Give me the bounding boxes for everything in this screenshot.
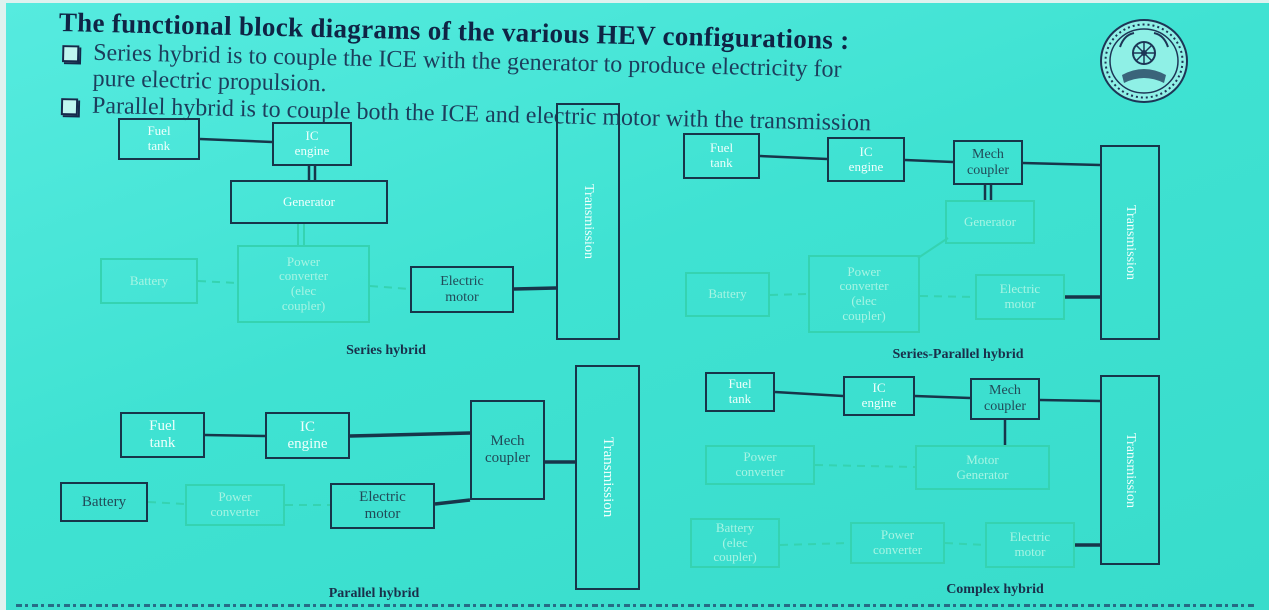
complex-hybrid-caption: Complex hybrid — [946, 582, 1044, 597]
parallel-fuel-tank-block: Fuel tank — [120, 412, 205, 458]
parallel-electric-motor-block: Electric motor — [330, 483, 435, 529]
electrical-link — [147, 501, 186, 505]
series-parallel-battery-block: Battery — [685, 272, 770, 317]
mechanical-link — [759, 154, 828, 161]
complex-ic-engine-block: IC engine — [843, 376, 915, 416]
parallel-power-converter-block: Power converter — [185, 484, 285, 526]
parallel-battery-block: Battery — [60, 482, 148, 522]
mechanical-link — [1022, 161, 1101, 167]
series-transmission-block: Transmission — [556, 103, 620, 340]
mechanical-link — [904, 158, 954, 164]
electrical-link — [197, 280, 238, 284]
parallel-hybrid-caption: Parallel hybrid — [328, 586, 420, 601]
series-parallel-hybrid-caption: Series-Parallel hybrid — [892, 347, 1024, 362]
mechanical-link — [349, 431, 471, 438]
complex-fuel-tank-block: Fuel tank — [705, 372, 775, 412]
parallel-transmission-block: Transmission — [575, 365, 640, 590]
series-hybrid-caption: Series hybrid — [346, 343, 426, 358]
electrical-link — [814, 464, 916, 468]
parallel-mech-coupler-block: Mech coupler — [470, 400, 545, 500]
series-generator-block: Generator — [230, 180, 388, 224]
complex-electric-motor-block: Electric motor — [985, 522, 1075, 568]
series-ic-engine-block: IC engine — [272, 122, 352, 166]
parallel-ic-engine-block: IC engine — [265, 412, 350, 459]
series-parallel-electric-motor-block: Electric motor — [975, 274, 1065, 320]
mechanical-link — [914, 394, 971, 400]
series-parallel-fuel-tank-block: Fuel tank — [683, 133, 760, 179]
complex-power-converter-block: Power converter — [705, 445, 815, 485]
series-battery-block: Battery — [100, 258, 198, 304]
electrical-link — [369, 285, 411, 290]
series-parallel-transmission-block: Transmission — [1100, 145, 1160, 340]
series-electric-motor-block: Electric motor — [410, 266, 514, 313]
series-power-converter-block: Power converter (elec coupler) — [237, 245, 370, 323]
complex-transmission-block: Transmission — [1100, 375, 1160, 565]
electrical-link — [779, 542, 851, 546]
mechanical-link — [434, 498, 471, 506]
complex-battery-block: Battery (elec coupler) — [690, 518, 780, 568]
footer-strip — [16, 604, 1256, 607]
mechanical-link — [513, 286, 557, 291]
series-parallel-power-converter-block: Power converter (elec coupler) — [808, 255, 920, 333]
complex-motor-generator-block: Motor Generator — [915, 445, 1050, 490]
mechanical-link — [199, 137, 273, 144]
series-fuel-tank-block: Fuel tank — [118, 118, 200, 160]
electrical-link — [919, 295, 976, 298]
electrical-link — [944, 542, 986, 546]
series-parallel-ic-engine-block: IC engine — [827, 137, 905, 182]
mechanical-link — [204, 433, 266, 438]
presentation-slide: The functional block diagrams of the var… — [6, 3, 1269, 610]
complex-power-converter-2-block: Power converter — [850, 522, 945, 564]
complex-mech-coupler-block: Mech coupler — [970, 378, 1040, 420]
mechanical-link — [774, 390, 844, 398]
series-parallel-generator-block: Generator — [945, 200, 1035, 244]
mechanical-link — [1039, 398, 1101, 403]
electrical-link — [917, 237, 949, 259]
connector-lines — [147, 137, 1101, 547]
institute-logo-icon — [1100, 19, 1188, 103]
electrical-link — [769, 293, 809, 296]
series-parallel-mech-coupler-block: Mech coupler — [953, 140, 1023, 185]
